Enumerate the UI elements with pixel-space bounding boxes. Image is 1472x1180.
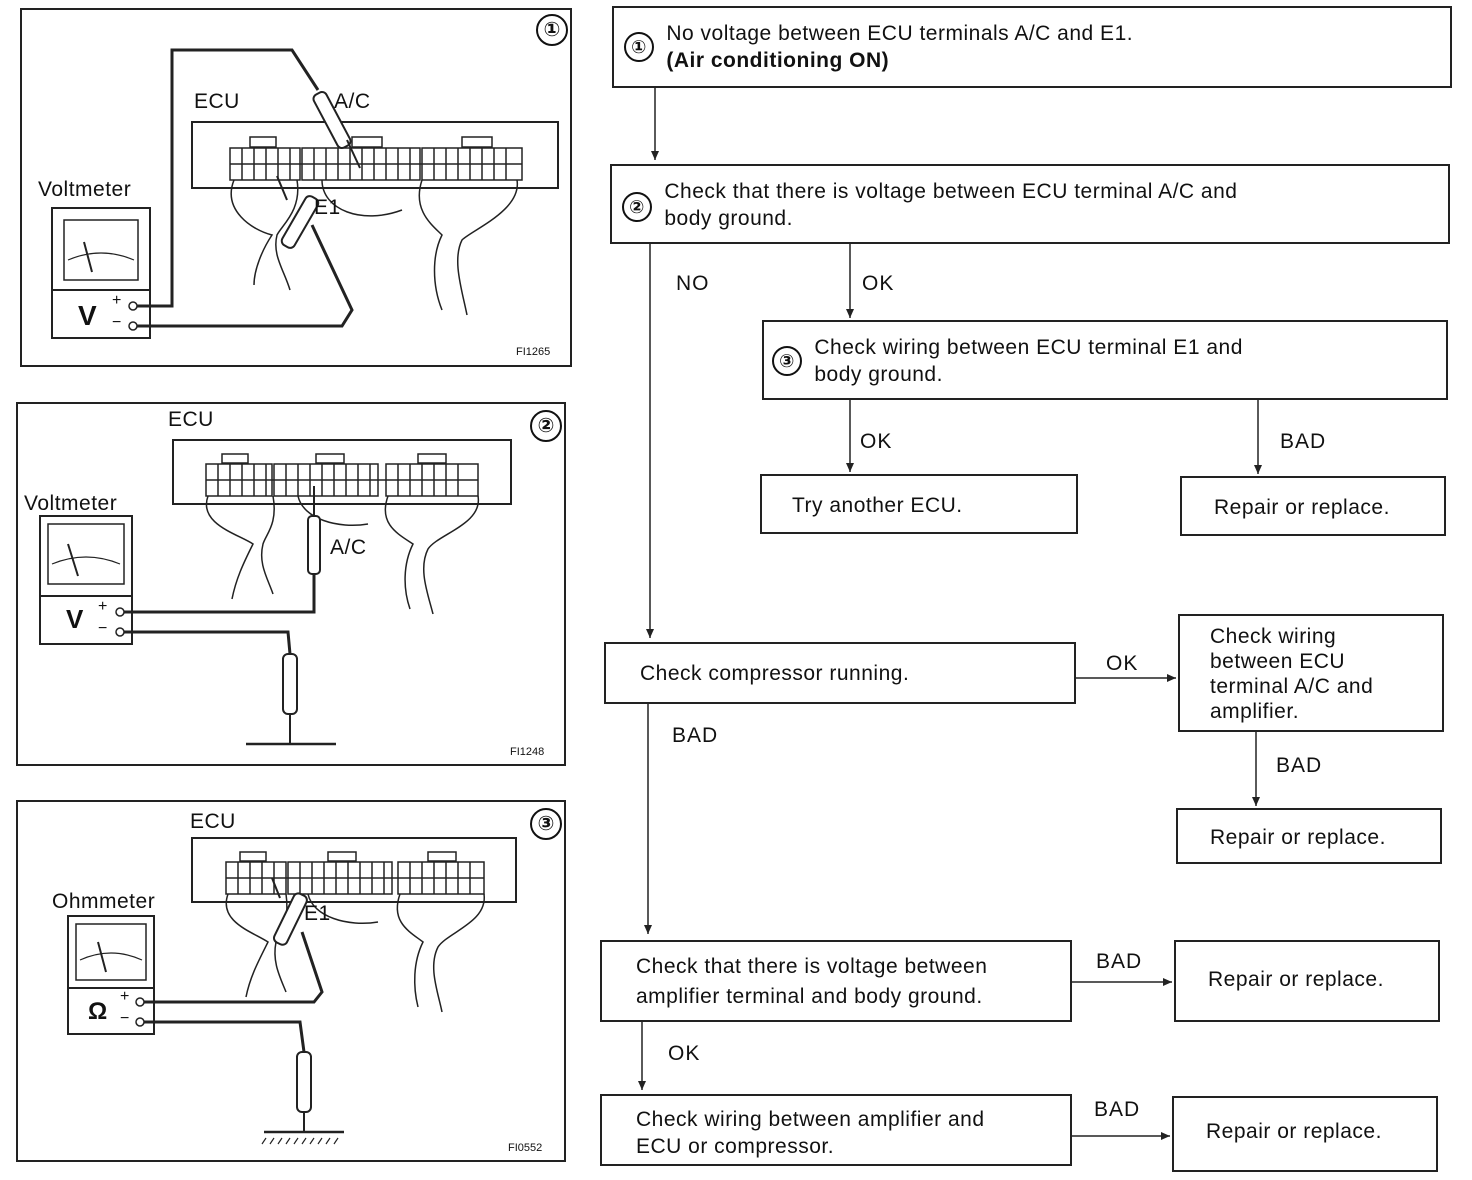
probe-e1-label: E1 — [314, 196, 341, 219]
meter-symbol: V — [66, 604, 84, 634]
figure-code: FI0552 — [508, 1142, 543, 1154]
step-1-text: No voltage between ECU terminals A/C and… — [666, 22, 1134, 45]
amplifier-voltage-line1: Check that there is voltage between — [636, 955, 988, 978]
step-3-badge: ③ — [772, 346, 802, 376]
repair-box-2: Repair or replace. — [1176, 808, 1442, 864]
meter-symbol: V — [78, 300, 98, 331]
voltmeter-label: Voltmeter — [24, 492, 118, 515]
probe-e1-label: E1 — [304, 902, 331, 925]
step-1-box: ① No voltage between ECU terminals A/C a… — [612, 6, 1452, 88]
wiring-ac-line4: amplifier. — [1210, 700, 1300, 723]
try-another-ecu-box: Try another ECU. — [760, 474, 1078, 534]
wiring-ac-amplifier-box: Check wiring between ECU terminal A/C an… — [1178, 614, 1444, 732]
wiring-ac-line2: between ECU — [1210, 650, 1346, 673]
repair-text: Repair or replace. — [1206, 1120, 1382, 1143]
ohmmeter-label: Ohmmeter — [52, 890, 156, 913]
compressor-check-box: Check compressor running. — [604, 642, 1076, 704]
ecu-label: ECU — [168, 408, 214, 431]
repair-box-1: Repair or replace. — [1180, 476, 1446, 536]
step-3-text-line2: body ground. — [814, 363, 943, 386]
ok-label: OK — [1106, 652, 1139, 675]
bad-label: BAD — [1094, 1098, 1141, 1121]
no-label: NO — [676, 272, 710, 295]
amplifier-wiring-line2: ECU or compressor. — [636, 1135, 835, 1158]
panel-3-illustration — [67, 837, 517, 1145]
diagram-panel-3: ③ ECU E1 Ohmmeter Ω + − FI0552 — [16, 800, 566, 1162]
step-3-box: ③ Check wiring between ECU terminal E1 a… — [762, 320, 1448, 400]
minus-terminal-label: − — [98, 620, 108, 637]
panel-2-illustration — [39, 439, 512, 746]
wiring-ac-line1: Check wiring — [1210, 625, 1337, 648]
panel-number-badge: ③ — [530, 808, 562, 840]
bad-label: BAD — [1096, 950, 1143, 973]
ecu-label: ECU — [190, 810, 236, 833]
ok-label: OK — [860, 430, 893, 453]
ok-label: OK — [668, 1042, 701, 1065]
minus-terminal-label: − — [112, 314, 122, 331]
panel-number-badge: ② — [530, 410, 562, 442]
plus-terminal-label: + — [98, 598, 108, 615]
panel-number-badge: ① — [536, 14, 568, 46]
step-1-badge: ① — [624, 32, 654, 62]
step-2-badge: ② — [622, 192, 652, 222]
step-1-condition: (Air conditioning ON) — [666, 49, 890, 72]
amplifier-voltage-line2: amplifier terminal and body ground. — [636, 985, 983, 1008]
amplifier-wiring-box: Check wiring between amplifier and ECU o… — [600, 1094, 1072, 1166]
probe-ac-label: A/C — [334, 90, 371, 113]
ok-label: OK — [862, 272, 895, 295]
figure-code: FI1248 — [510, 746, 545, 758]
panel-1-illustration — [51, 48, 559, 339]
amplifier-voltage-box: Check that there is voltage between ampl… — [600, 940, 1072, 1022]
step-2-text-line1: Check that there is voltage between ECU … — [664, 180, 1238, 203]
repair-box-4: Repair or replace. — [1172, 1096, 1438, 1172]
step-2-box: ② Check that there is voltage between EC… — [610, 164, 1450, 244]
step-3-text-line1: Check wiring between ECU terminal E1 and — [814, 336, 1243, 359]
bad-label: BAD — [672, 724, 719, 747]
step-2-text-line2: body ground. — [664, 207, 793, 230]
amplifier-wiring-line1: Check wiring between amplifier and — [636, 1108, 985, 1131]
diagram-panel-2: ② ECU A/C Voltmeter V + − FI1248 — [16, 402, 566, 766]
bad-label: BAD — [1276, 754, 1323, 777]
repair-text: Repair or replace. — [1210, 826, 1386, 849]
wiring-ac-line3: terminal A/C and — [1210, 675, 1374, 698]
repair-box-3: Repair or replace. — [1174, 940, 1440, 1022]
diagram-panel-1: ① ECU A/C E1 Voltmeter V + − FI1265 — [20, 8, 572, 367]
try-another-ecu-text: Try another ECU. — [792, 494, 963, 517]
meter-symbol: Ω — [88, 998, 108, 1025]
probe-ac-label: A/C — [330, 536, 367, 559]
repair-text: Repair or replace. — [1214, 496, 1390, 519]
minus-terminal-label: − — [120, 1010, 130, 1027]
repair-text: Repair or replace. — [1208, 968, 1384, 991]
bad-label: BAD — [1280, 430, 1327, 453]
plus-terminal-label: + — [112, 292, 122, 309]
figure-code: FI1265 — [516, 346, 551, 358]
ecu-label: ECU — [194, 90, 240, 113]
compressor-check-text: Check compressor running. — [640, 662, 910, 685]
plus-terminal-label: + — [120, 988, 130, 1005]
voltmeter-label: Voltmeter — [38, 178, 132, 201]
